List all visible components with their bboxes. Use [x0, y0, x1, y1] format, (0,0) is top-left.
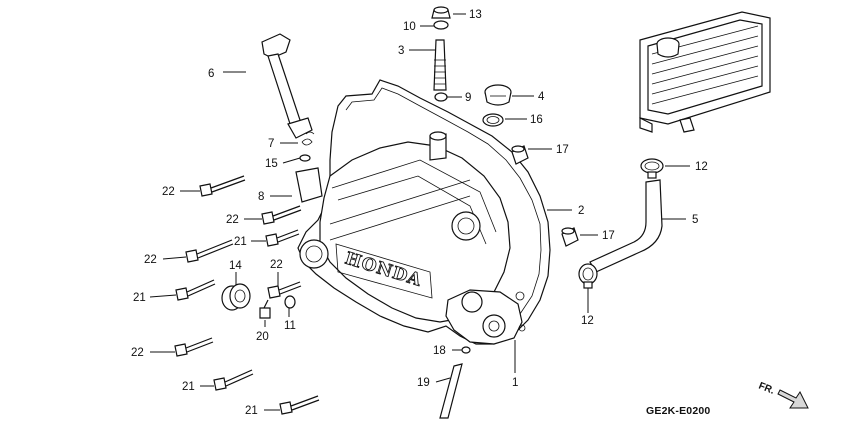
callout-22-d: 22: [270, 259, 283, 271]
dowel-pin-upper: [511, 145, 529, 165]
callout-19: 19: [417, 377, 430, 389]
callout-14: 14: [229, 260, 242, 272]
callout-1: 1: [512, 377, 518, 389]
callout-7: 7: [268, 138, 274, 150]
callout-22-a: 22: [162, 186, 175, 198]
callout-10: 10: [403, 21, 416, 33]
dowel-pin-lower: [561, 227, 579, 247]
callout-16: 16: [530, 114, 543, 126]
callout-17-upper: 17: [556, 144, 569, 156]
water-hose: [589, 179, 663, 273]
callout-12-lower: 12: [581, 315, 594, 327]
filler-boss: [451, 211, 481, 241]
callout-5: 5: [692, 214, 698, 226]
callout-2: 2: [578, 205, 584, 217]
cap-nut: [431, 6, 451, 19]
callout-8: 8: [258, 191, 264, 203]
callout-12-upper: 12: [695, 161, 708, 173]
callout-9: 9: [465, 92, 471, 104]
callout-18: 18: [433, 345, 446, 357]
shaft-boss: [299, 239, 329, 269]
hose-clamp-upper: [640, 158, 664, 179]
o-ring: [482, 113, 504, 127]
callout-15: 15: [265, 158, 278, 170]
oil-seal: [221, 283, 251, 311]
callout-22-e: 22: [131, 347, 144, 359]
diagram-code: GE2K-E0200: [646, 405, 710, 417]
callout-22-b: 22: [226, 214, 239, 226]
seal-washer: [433, 20, 449, 30]
leader-lines: [149, 13, 690, 411]
callout-6: 6: [208, 68, 214, 80]
callout-11: 11: [284, 320, 296, 332]
direction-label: FR.: [757, 381, 776, 397]
callout-21-d: 21: [245, 405, 258, 417]
small-o-ring: [461, 346, 471, 354]
drain-tube: [439, 363, 463, 419]
gear-shaft: [433, 39, 447, 91]
callout-22-c: 22: [144, 254, 157, 266]
callout-21-c: 21: [182, 381, 195, 393]
sealing-washer: [284, 295, 296, 309]
callout-21-a: 21: [234, 236, 247, 248]
callout-20: 20: [256, 331, 269, 343]
clutch-lifter-arm: [261, 33, 313, 139]
oil-filler-cap: [484, 84, 512, 106]
spring-clip: [299, 154, 311, 162]
right-crankcase-cover: HONDA: [299, 131, 526, 345]
callout-4: 4: [538, 91, 545, 103]
callout-21-b: 21: [133, 292, 146, 304]
bolts: [174, 175, 320, 415]
return-spring: [301, 131, 315, 146]
callout-3: 3: [398, 45, 404, 57]
bracket: [295, 167, 323, 203]
callout-labels: 1 2 3 4 5 6 7 8 9 10 11 12 12 13 14 15 1…: [131, 9, 708, 417]
radiator: [639, 11, 771, 133]
front-direction-arrow: FR.: [757, 381, 809, 409]
callout-13: 13: [469, 9, 482, 21]
hose-clamp-lower: [578, 263, 598, 289]
washer: [434, 92, 448, 102]
callout-17-lower: 17: [602, 230, 615, 242]
